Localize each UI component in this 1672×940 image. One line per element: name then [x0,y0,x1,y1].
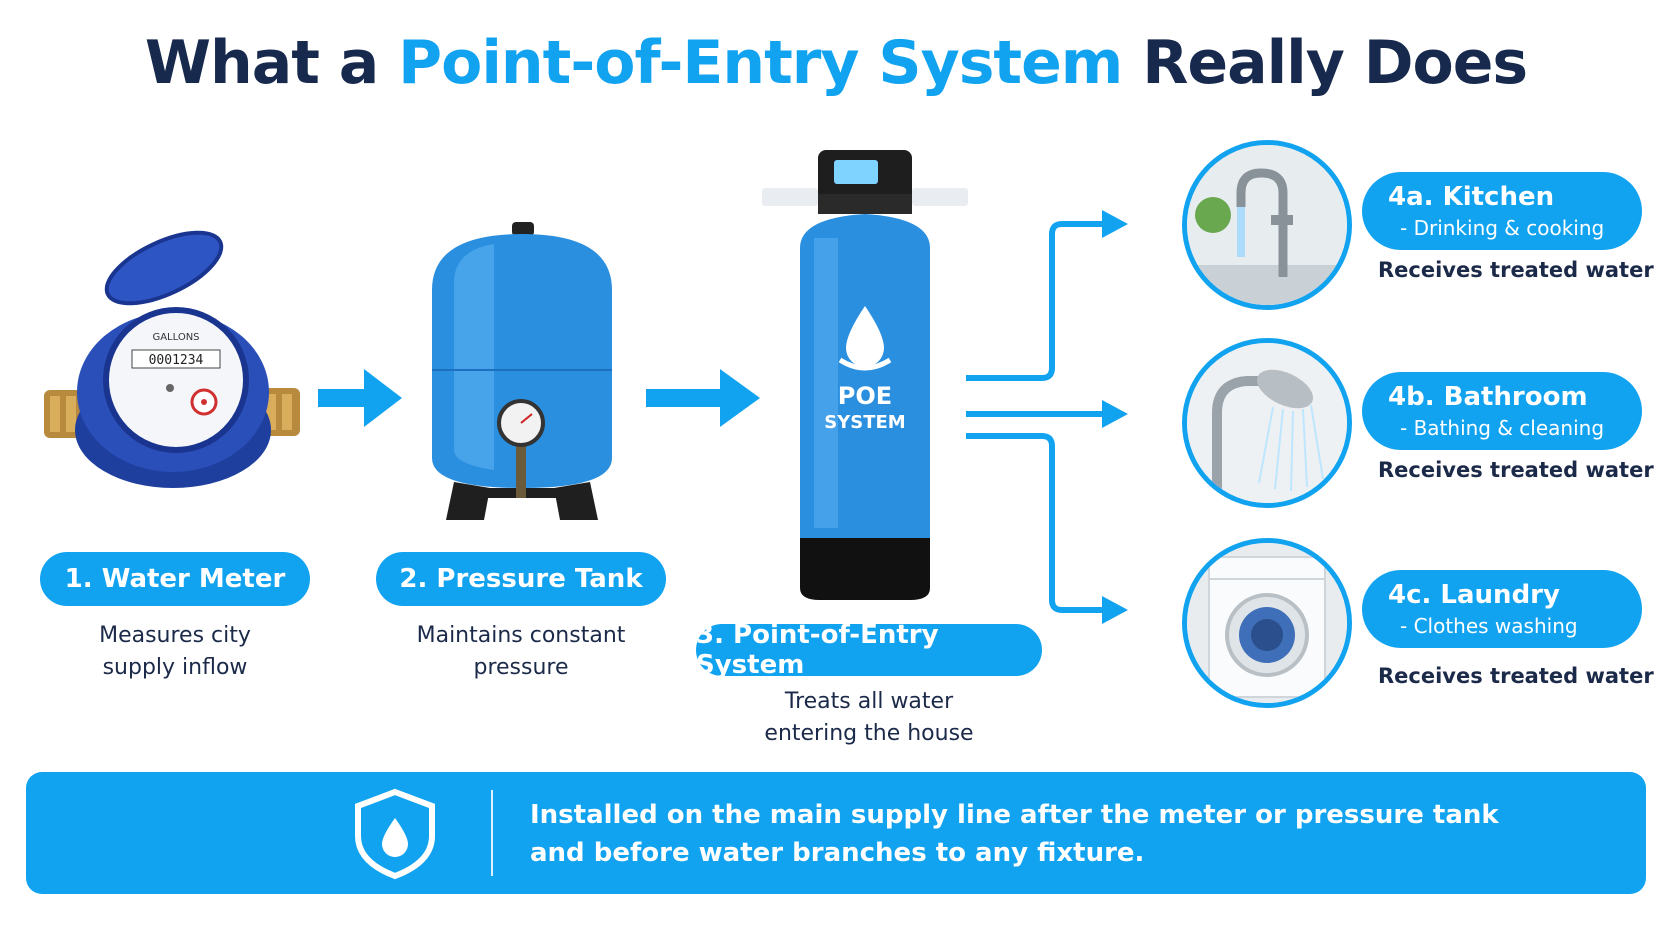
shield-water-drop-icon [350,788,440,884]
banner-line-1: Installed on the main supply line after … [530,800,1499,830]
title-part-2: Really Does [1122,28,1528,98]
arrow-right-icon [646,369,760,427]
destination-4b-title: 4b. Bathroom [1388,382,1588,412]
destination-4c-description: Receives treated water [1378,664,1654,688]
arrow-right-icon [318,369,402,427]
destination-4c-subtitle: - Clothes washing [1400,614,1578,638]
destination-4a-title: 4a. Kitchen [1388,182,1555,212]
poe-tank-label-2: SYSTEM [824,412,905,433]
banner-divider [491,790,493,876]
banner-line-2: and before water branches to any fixture… [530,838,1145,868]
destination-4b-subtitle: - Bathing & cleaning [1400,416,1605,440]
meter-reading: 0001234 [149,353,204,368]
step-2-description: Maintains constant pressure [376,620,666,684]
step-3-label: 3. Point-of-Entry System [696,620,1042,680]
destination-4a-pill: 4a. Kitchen - Drinking & cooking [1362,172,1642,250]
title-part-1: What a [144,28,399,98]
step-2-desc-line-1: Maintains constant [416,623,626,648]
step-1-label: 1. Water Meter [40,552,310,606]
step-3-description: Treats all water entering the house [696,686,1042,750]
title-highlight: Point-of-Entry System [398,28,1123,98]
destination-4b-pill: 4b. Bathroom - Bathing & cleaning [1362,372,1642,450]
step-3-desc-line-1: Treats all water [784,689,954,714]
step-2-desc-line-2: pressure [473,655,569,680]
poe-tank-label-1: POE [838,382,892,410]
shower-head-icon [1187,343,1347,503]
destination-4b-description: Receives treated water [1378,458,1654,482]
washing-machine-icon [1187,543,1347,703]
destination-4c-title: 4c. Laundry [1388,580,1560,610]
branch-arrows [960,200,1170,644]
flow-arrow-2 [646,365,762,435]
kitchen-photo [1182,140,1352,310]
step-1-description: Measures city supply inflow [40,620,310,684]
step-2-label: 2. Pressure Tank [376,552,666,606]
pressure-tank-illustration [424,220,620,530]
kitchen-faucet-icon [1187,145,1347,305]
page-title: What a Point-of-Entry System Really Does [0,28,1672,98]
water-meter-icon: GALLONS 0001234 [44,230,300,488]
branch-arrows-icon [966,210,1128,624]
bathroom-photo [1182,338,1352,508]
step-3-desc-line-2: entering the house [764,721,974,746]
flow-arrow-1 [318,365,404,435]
poe-tank-illustration: POE SYSTEM [760,148,970,608]
destination-4a-description: Receives treated water [1378,258,1654,282]
banner-text: Installed on the main supply line after … [530,796,1499,872]
water-meter-illustration: GALLONS 0001234 [36,230,306,500]
destination-4c-pill: 4c. Laundry - Clothes washing [1362,570,1642,648]
info-banner: Installed on the main supply line after … [26,772,1646,894]
meter-brand: GALLONS [152,332,199,343]
step-1-desc-line-2: supply inflow [102,655,248,680]
laundry-photo [1182,538,1352,708]
destination-4a-subtitle: - Drinking & cooking [1400,216,1605,240]
pressure-tank-icon [432,222,612,520]
step-1-desc-line-1: Measures city [99,623,251,648]
poe-tank-icon: POE SYSTEM [762,150,968,600]
